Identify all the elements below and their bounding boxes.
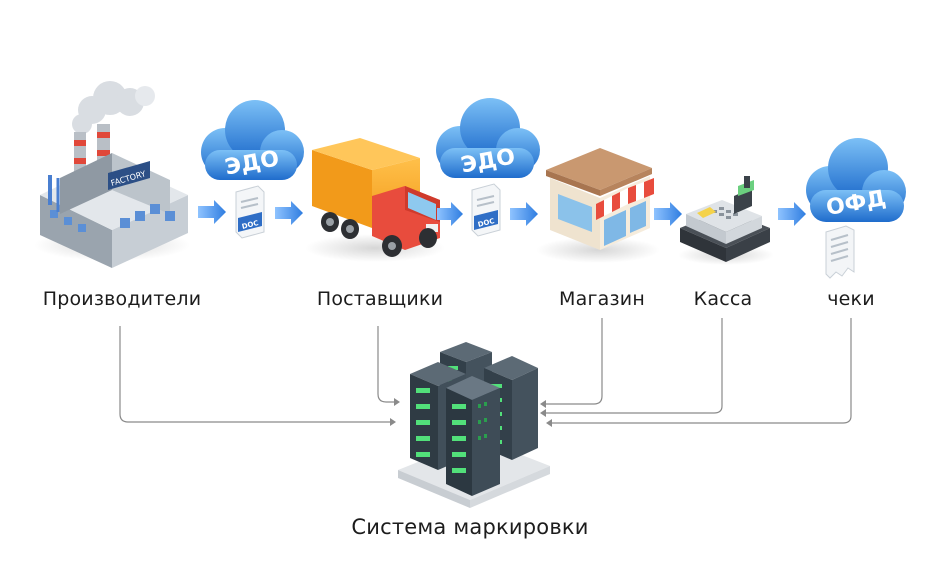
store-icon: [536, 148, 660, 263]
label-register: Касса: [693, 288, 753, 310]
server-rack-front: [446, 376, 500, 496]
cloud-edo-1: ЭДО DOC: [201, 100, 304, 239]
cloud-ofd: ОФД: [806, 138, 906, 279]
truck-icon: [305, 138, 445, 262]
server-cluster-icon: [398, 342, 550, 508]
label-suppliers: Поставщики: [316, 288, 444, 310]
flow-arrow-2: [275, 201, 303, 225]
label-store: Магазин: [559, 288, 645, 310]
label-producers: Производители: [42, 288, 202, 310]
doc-label-2: DOC: [477, 217, 495, 229]
doc-icon: DOC: [471, 183, 501, 237]
connector-lines: [119, 318, 852, 427]
label-marking-system: Система маркировки: [351, 515, 589, 539]
doc-icon: DOC: [235, 185, 265, 239]
connector-register: [546, 318, 723, 414]
flow-arrow-1: [198, 200, 226, 224]
connector-suppliers: [377, 326, 394, 403]
cloud-edo-2: ЭДО DOC: [436, 98, 540, 237]
connector-producers: [119, 326, 390, 423]
receipt-icon: [825, 225, 855, 279]
connector-store: [546, 318, 603, 405]
factory-icon: FACTORY: [34, 81, 190, 268]
doc-label-1: DOC: [241, 219, 259, 231]
smoke-icon: [72, 81, 155, 134]
flow-arrow-5: [654, 202, 682, 226]
flow-arrow-6: [778, 202, 806, 226]
label-receipts: чеки: [827, 288, 875, 310]
flow-arrow-4: [510, 202, 538, 226]
connector-receipts: [552, 318, 852, 424]
flow-arrow-3: [437, 202, 463, 226]
cash-register-icon: [678, 176, 774, 265]
